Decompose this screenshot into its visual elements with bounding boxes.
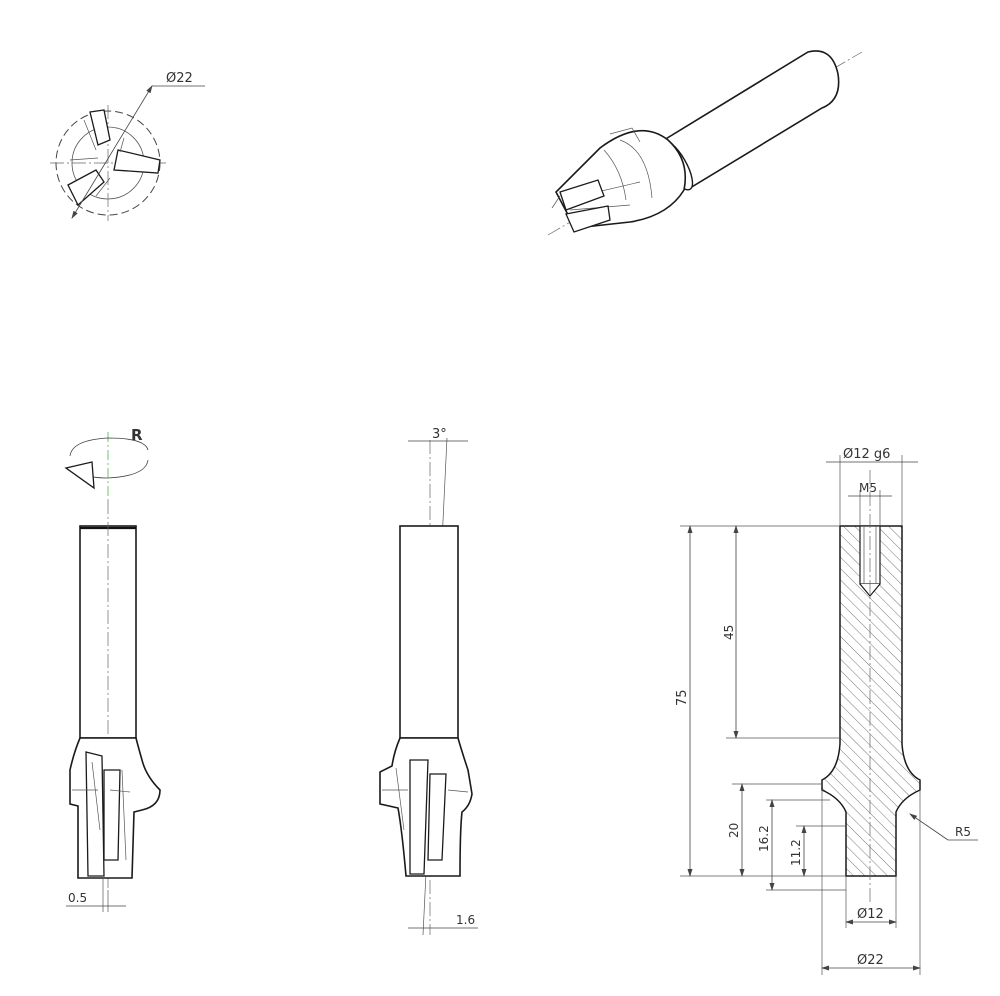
dia12-label: Ø12 <box>857 907 884 922</box>
thread-label: M5 <box>859 481 877 495</box>
dim-16-2-label: 16.2 <box>757 825 771 852</box>
angle-label: 3° <box>432 427 447 442</box>
rotation-arrowhead <box>64 461 95 490</box>
end-view-diameter-label: Ø22 <box>166 71 193 86</box>
front-view-middle: 3° 1.6 <box>379 427 478 936</box>
radius-leader <box>909 813 949 841</box>
middle-offset-label: 1.6 <box>456 913 475 927</box>
left-offset-label: 0.5 <box>68 891 87 905</box>
dia22-label: Ø22 <box>857 953 884 968</box>
end-view-tooth-right <box>113 149 161 174</box>
iso-flute-1 <box>559 179 605 211</box>
rotation-label: R <box>131 426 143 444</box>
shank-tolerance-label: Ø12 g6 <box>843 447 890 462</box>
dim-45-label: 45 <box>722 625 736 640</box>
middle-shank <box>399 525 459 739</box>
rotation-arc-top <box>69 437 149 457</box>
isometric-view <box>547 50 863 236</box>
end-view-diameter-leader <box>71 85 153 219</box>
end-view: Ø22 <box>50 71 205 221</box>
end-view-tooth-top <box>89 109 111 146</box>
iso-shank <box>662 50 840 190</box>
iso-cutter-head <box>555 129 687 229</box>
front-view-left: R 0.5 <box>64 426 161 912</box>
dim-20-label: 20 <box>727 823 741 838</box>
iso-flute-2 <box>565 205 611 233</box>
section-view: Ø12 g6 M5 45 75 20 16.2 11.2 R5 <box>675 447 978 975</box>
radius-label: R5 <box>955 825 971 839</box>
end-view-tooth-bottom <box>67 169 105 207</box>
dim-75-label: 75 <box>675 689 690 706</box>
dim-11-2-label: 11.2 <box>789 839 803 866</box>
